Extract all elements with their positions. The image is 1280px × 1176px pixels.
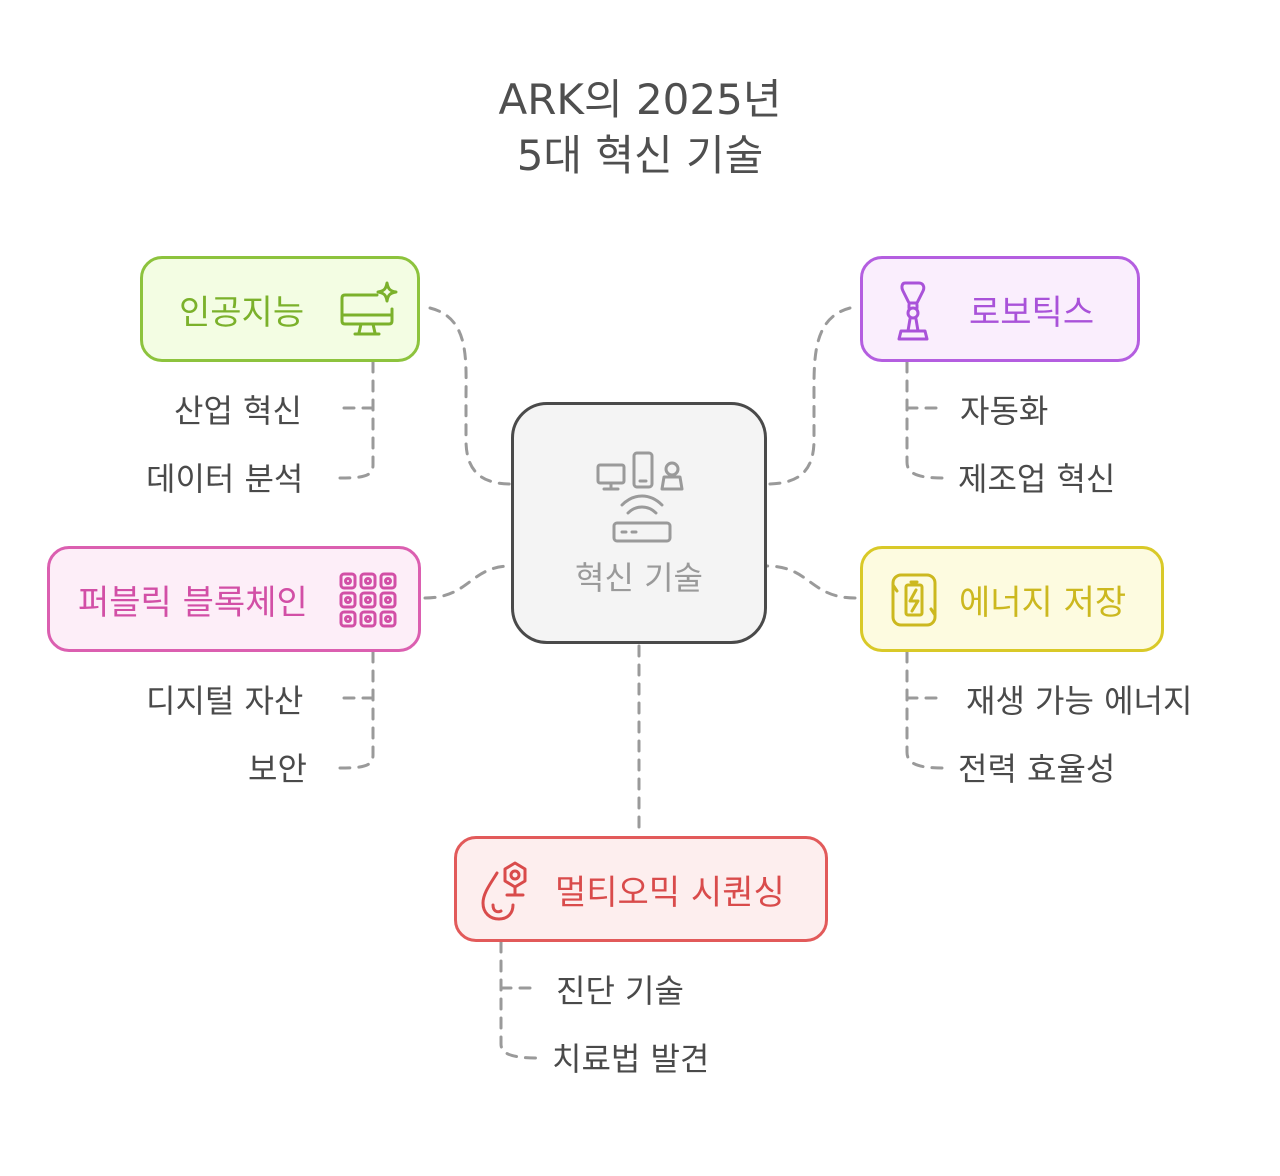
node-blockchain: 퍼블릭 블록체인 xyxy=(47,546,421,652)
node-ai-label: 인공지능 xyxy=(179,292,305,333)
connector-robotics xyxy=(765,306,852,486)
devices-network-icon xyxy=(596,451,684,543)
ai-sub-1: 산업 혁신 xyxy=(174,392,302,430)
multiomics-sub-1: 진단 기술 xyxy=(556,972,684,1010)
energy-sub-1: 재생 가능 에너지 xyxy=(966,682,1193,720)
node-blockchain-label: 퍼블릭 블록체인 xyxy=(78,582,308,623)
dna-drop-icon xyxy=(481,861,527,921)
diagram-title: ARK의 2025년 5대 혁신 기술 xyxy=(340,72,940,184)
robotics-sub-1: 자동화 xyxy=(960,392,1049,430)
robot-arm-icon xyxy=(897,281,929,341)
node-multiomics-label: 멀티오믹 시퀀싱 xyxy=(555,872,785,913)
branch-energy xyxy=(905,650,946,770)
branch-ai xyxy=(338,360,375,480)
node-robotics: 로보틱스 xyxy=(860,256,1140,362)
battery-cycle-icon xyxy=(891,573,937,627)
node-energy-label: 에너지 저장 xyxy=(959,582,1127,623)
robotics-sub-2: 제조업 혁신 xyxy=(958,460,1116,498)
ai-monitor-icon xyxy=(340,281,398,336)
title-line-2: 5대 혁신 기술 xyxy=(516,131,764,180)
branch-multiomics xyxy=(499,940,540,1060)
branch-robotics xyxy=(905,360,946,480)
multiomics-sub-2: 치료법 발견 xyxy=(552,1040,710,1078)
blockchain-sub-1: 디지털 자산 xyxy=(146,682,304,720)
node-robotics-label: 로보틱스 xyxy=(969,292,1095,333)
title-line-1: ARK의 2025년 xyxy=(498,75,782,124)
center-label: 혁신 기술 xyxy=(575,559,703,597)
blockchain-sub-2: 보안 xyxy=(248,750,307,788)
connector-blockchain xyxy=(423,564,513,600)
blockchain-grid-icon xyxy=(339,572,397,628)
center-node: 혁신 기술 xyxy=(511,402,767,644)
node-multiomics: 멀티오믹 시퀀싱 xyxy=(454,836,828,942)
connector-ai xyxy=(428,306,513,486)
ai-sub-2: 데이터 분석 xyxy=(146,460,304,498)
connector-energy xyxy=(765,564,857,600)
node-ai: 인공지능 xyxy=(140,256,420,362)
node-energy: 에너지 저장 xyxy=(860,546,1164,652)
branch-blockchain xyxy=(338,650,375,770)
energy-sub-2: 전력 효율성 xyxy=(958,750,1116,788)
